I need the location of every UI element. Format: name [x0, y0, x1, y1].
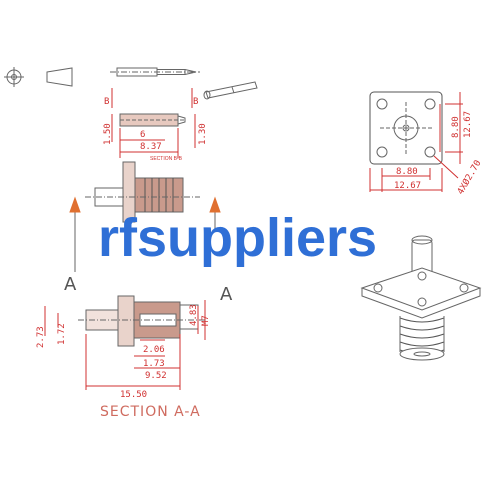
dim-dia-273: 2.73: [36, 326, 46, 348]
dim-dia-172: 1.72: [57, 323, 67, 345]
connector-body-view: [85, 161, 200, 223]
pin-iso-view: [203, 81, 258, 100]
end-view-symbol: [4, 67, 24, 87]
section-aa-view: [44, 295, 206, 390]
cut-marker-a-left: A: [64, 274, 77, 295]
section-aa-title: SECTION A-A: [100, 404, 201, 420]
cut-arrows-a: [69, 196, 221, 272]
pin-side-view: [110, 67, 200, 77]
dim-length-206: 2.06: [143, 345, 165, 355]
dim-length-173: 1.73: [143, 359, 165, 369]
dim-hole-spacing-v: 8.80: [451, 116, 461, 138]
dim-thread-m7: M7: [201, 315, 211, 326]
dim-pin-length-837: 8.37: [140, 142, 162, 152]
flange-front-view: [369, 91, 463, 192]
dim-flange-h: 12.67: [394, 181, 421, 191]
dim-pin-dia-130: 1.30: [198, 123, 208, 145]
pin-section-bb: [111, 88, 196, 158]
section-bb-title: SECTION B-B: [150, 156, 183, 162]
watermark: rfsuppliers: [98, 208, 378, 268]
cut-marker-b-left: B: [104, 97, 109, 107]
cut-marker-a-right: A: [220, 284, 233, 305]
dim-length-1550: 15.50: [120, 390, 147, 400]
connector-iso-view: [360, 235, 482, 361]
cut-marker-b-right: B: [193, 97, 198, 107]
dim-pin-dia-150: 1.50: [103, 123, 113, 145]
dim-length-952: 9.52: [145, 371, 167, 381]
dim-mounting-holes: 4XØ2.70: [455, 158, 483, 196]
dim-flange-v: 12.67: [463, 111, 473, 138]
insulator-part: [46, 67, 73, 87]
dim-pin-length-6: 6: [140, 130, 145, 140]
dim-hole-spacing-h: 8.80: [396, 167, 418, 177]
dim-dia-483: 4.83: [189, 304, 199, 326]
